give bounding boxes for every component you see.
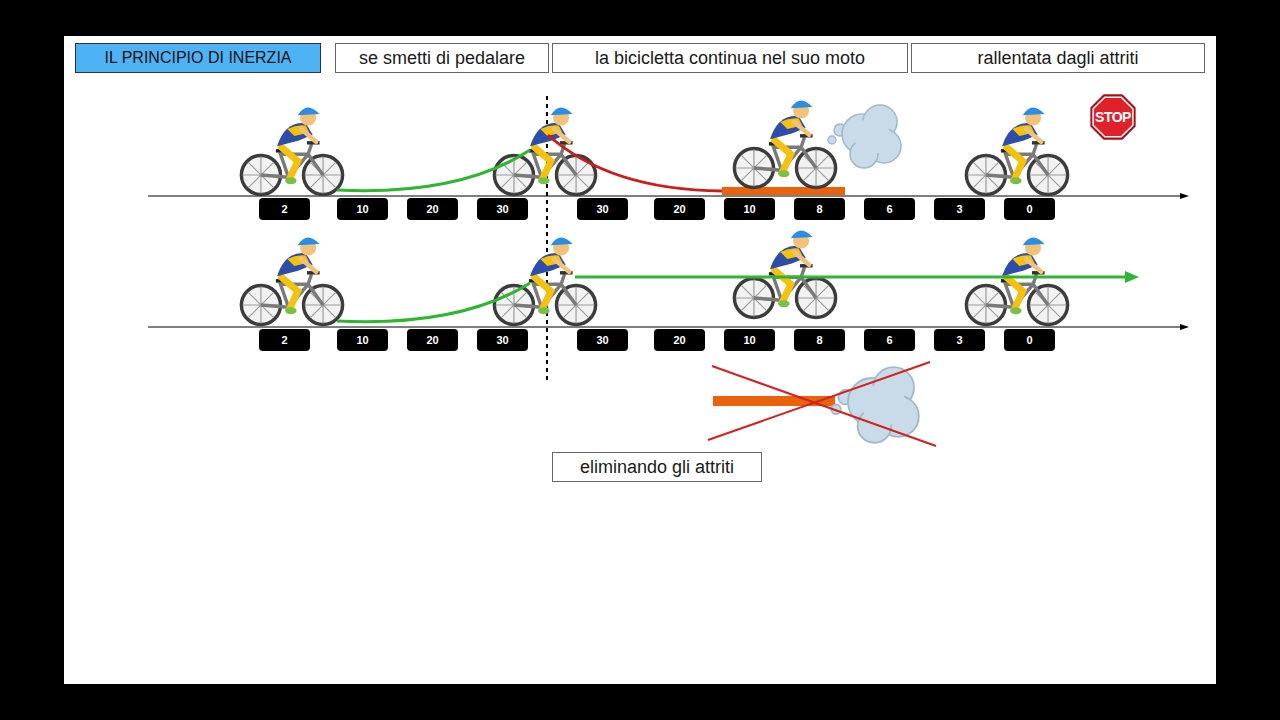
- cyclist: [494, 237, 595, 324]
- cross-line: [708, 362, 930, 440]
- speed-tile: 10: [724, 198, 775, 220]
- caption-box: se smetti di pedalare: [335, 43, 549, 73]
- stop-sign: STOP: [1088, 92, 1138, 142]
- speed-tile: 20: [407, 198, 458, 220]
- cyclist: [966, 237, 1067, 324]
- speed-number: 0: [1026, 203, 1032, 215]
- node-text: la bicicletta continua nel suo moto: [595, 48, 865, 69]
- cyclist: [241, 237, 342, 324]
- friction-bar: [722, 187, 845, 195]
- cyclist: [734, 230, 835, 317]
- note-box: eliminando gli attriti: [552, 452, 762, 482]
- speed-curve: [337, 283, 530, 322]
- speed-tile: 10: [337, 329, 388, 351]
- speed-number: 3: [956, 203, 962, 215]
- node-text: rallentata dagli attriti: [977, 48, 1138, 69]
- speed-number: 10: [356, 203, 368, 215]
- speed-number: 6: [886, 203, 892, 215]
- axis-line: [148, 327, 1182, 328]
- speed-tile: 6: [864, 329, 915, 351]
- speed-tile: 20: [407, 329, 458, 351]
- speed-number: 30: [496, 203, 508, 215]
- title-box: IL PRINCIPIO DI INERZIA: [75, 43, 321, 73]
- panel: [64, 36, 1216, 684]
- speed-number: 20: [673, 203, 685, 215]
- speed-tile: 3: [934, 329, 985, 351]
- speed-number: 30: [596, 334, 608, 346]
- speed-tile: 3: [934, 198, 985, 220]
- speed-tile: 20: [654, 198, 705, 220]
- speed-tile: 30: [477, 329, 528, 351]
- speed-number: 8: [816, 203, 822, 215]
- speed-tile: 0: [1004, 329, 1055, 351]
- air-cloud: [831, 367, 919, 443]
- speed-number: 20: [426, 203, 438, 215]
- axis-head: [1180, 193, 1189, 199]
- cyclist: [241, 107, 342, 194]
- speed-tile: 10: [724, 329, 775, 351]
- stop-octagon: [1093, 97, 1133, 137]
- axis-head: [1180, 324, 1189, 330]
- cyclist: [494, 107, 595, 194]
- speed-arrow: [575, 276, 1127, 279]
- speed-tile: 8: [794, 329, 845, 351]
- speed-curve: [337, 150, 530, 191]
- speed-tile: 6: [864, 198, 915, 220]
- speed-tile: 8: [794, 198, 845, 220]
- speed-tile: 30: [577, 198, 628, 220]
- caption-box: rallentata dagli attriti: [911, 43, 1205, 73]
- speed-number: 8: [816, 334, 822, 346]
- speed-number: 30: [596, 203, 608, 215]
- speed-number: 6: [886, 334, 892, 346]
- node-text: STOP: [1095, 109, 1131, 125]
- speed-tile: 2: [259, 198, 310, 220]
- axis-line: [148, 196, 1182, 197]
- stop-octagon: [1090, 94, 1135, 139]
- speed-number: 10: [743, 334, 755, 346]
- speed-number: 20: [426, 334, 438, 346]
- speed-number: 30: [496, 334, 508, 346]
- speed-number: 2: [281, 334, 287, 346]
- air-cloud: [828, 105, 901, 168]
- caption-box: la bicicletta continua nel suo moto: [552, 43, 908, 73]
- speed-tile: 30: [577, 329, 628, 351]
- cyclist: [734, 100, 835, 187]
- speed-tile: 2: [259, 329, 310, 351]
- speed-tile: 10: [337, 198, 388, 220]
- speed-number: 3: [956, 334, 962, 346]
- speed-number: 10: [356, 334, 368, 346]
- node-text: eliminando gli attriti: [580, 457, 734, 478]
- speed-tile: 30: [477, 198, 528, 220]
- speed-arrow-head: [1125, 271, 1139, 283]
- speed-number: 10: [743, 203, 755, 215]
- speed-number: 0: [1026, 334, 1032, 346]
- speed-tile: 20: [654, 329, 705, 351]
- speed-number: 2: [281, 203, 287, 215]
- cyclist: [966, 107, 1067, 194]
- speed-number: 20: [673, 334, 685, 346]
- node-text: se smetti di pedalare: [359, 48, 525, 69]
- speed-tile: 0: [1004, 198, 1055, 220]
- cross-line: [712, 366, 936, 446]
- speed-curve: [548, 135, 722, 191]
